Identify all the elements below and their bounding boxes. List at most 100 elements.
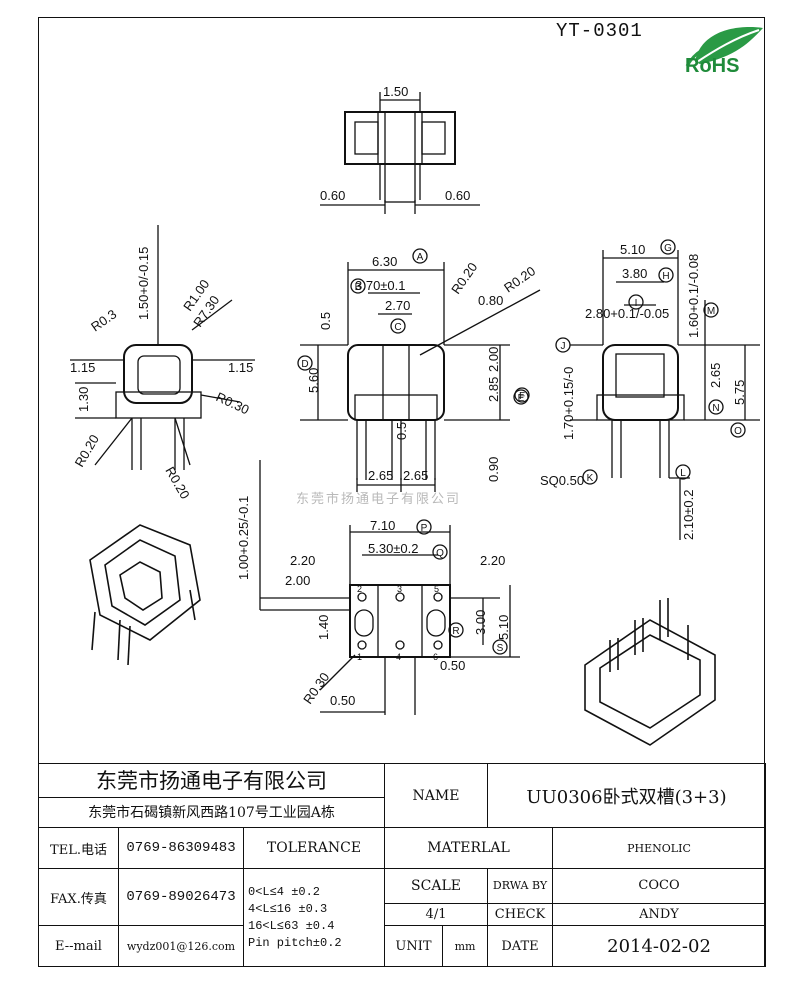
- tolerance-line: 4<L≤16 ±0.3: [248, 901, 328, 916]
- reference-marker-f: F: [519, 391, 525, 402]
- dimension-label-front: 3.70±0.1: [355, 278, 406, 293]
- reference-marker-circle: [350, 278, 366, 294]
- email-value: wydz001@126.com: [118, 925, 244, 967]
- reference-marker-j: J: [561, 341, 566, 352]
- front-view: [300, 262, 541, 492]
- pin-number: 4: [396, 652, 401, 662]
- material-value: PHENOLIC: [552, 827, 767, 870]
- dimension-label-front: 2.00: [486, 347, 501, 372]
- company-name: 东莞市扬通电子有限公司: [38, 763, 385, 798]
- tolerance-table: 0<L≤4 ±0.2 4<L≤16 ±0.3 16<L≤63 ±0.4 Pin …: [243, 868, 385, 967]
- reference-marker-d: D: [301, 359, 308, 370]
- reference-marker-circle: [675, 464, 691, 480]
- dimension-label-side: 3.80: [622, 266, 647, 281]
- dimension-label-bottom: 5.10: [496, 615, 511, 640]
- dimension-label-side: 5.75: [732, 380, 747, 405]
- dimension-label-front: 0.5: [318, 312, 333, 330]
- reference-marker-h: H: [662, 271, 669, 282]
- check-value: ANDY: [552, 902, 767, 927]
- dimension-label-front: 5.60: [306, 368, 321, 393]
- reference-marker-circle: [514, 387, 530, 403]
- dimension-label-side: SQ0.50: [540, 473, 584, 488]
- reference-marker-m: M: [707, 306, 715, 317]
- scale-value: 4/1: [383, 902, 489, 927]
- dimension-label-bottom: 0.50: [330, 693, 355, 708]
- rohs-leaf-icon: [685, 27, 763, 67]
- top-view: [320, 92, 480, 214]
- reference-marker-o: O: [734, 426, 742, 437]
- reference-marker-k: K: [587, 473, 594, 484]
- dimension-label-top: 1.50: [383, 84, 408, 99]
- tolerance-line: 0<L≤4 ±0.2: [248, 884, 321, 899]
- pin-number: 2: [357, 584, 362, 594]
- reference-marker-l: L: [680, 468, 686, 479]
- reference-marker-n: N: [712, 403, 719, 414]
- reference-marker-circle: [628, 294, 644, 310]
- dimension-label-left: 1.15: [228, 360, 253, 375]
- dimension-label-bottom: 2.20: [290, 553, 315, 568]
- dimension-label-side: 1.60+0.1/-0.08: [686, 254, 701, 338]
- reference-marker-circle: [297, 355, 313, 371]
- reference-marker-circle: [412, 248, 428, 264]
- dimension-label-front: 2.65: [368, 468, 393, 483]
- dimension-label-bottom: 0.50: [440, 658, 465, 673]
- date-value: 2014-02-02: [552, 925, 767, 967]
- dimension-label-bottom: R0.30: [300, 670, 332, 707]
- dimension-label-left: 1.15: [70, 360, 95, 375]
- scale-label: SCALE: [383, 868, 489, 904]
- email-label: E--mail: [38, 925, 119, 967]
- dimension-label-front: 6.30: [372, 254, 397, 269]
- watermark: 东莞市扬通电子有限公司: [296, 492, 462, 507]
- reference-marker-circle: [432, 544, 448, 560]
- dimension-label-left: R0.20: [162, 464, 192, 502]
- reference-marker-p: P: [421, 523, 428, 534]
- reference-marker-circle: [658, 267, 674, 283]
- dimension-label-bottom: 5.30±0.2: [368, 541, 419, 556]
- reference-marker-circle: [703, 302, 719, 318]
- dimension-label-front: R0.20: [448, 260, 480, 297]
- reference-marker-e: E: [518, 393, 525, 404]
- pin-number: 6: [433, 652, 438, 662]
- reference-marker-s: S: [497, 643, 504, 654]
- tolerance-label: TOLERANCE: [243, 827, 385, 870]
- dimension-label-left: 1.30: [76, 387, 91, 412]
- reference-marker-circle: [708, 399, 724, 415]
- dimension-label-left: 1.50+0/-0.15: [136, 247, 151, 320]
- dimension-label-front: 0.90: [486, 457, 501, 482]
- reference-marker-circle: [582, 469, 598, 485]
- dimension-label-bottom: 2.00: [285, 573, 310, 588]
- fax-label: FAX.传真: [38, 868, 119, 927]
- left-view: [70, 225, 255, 470]
- name-value: UU0306卧式双槽(3+3): [487, 762, 767, 829]
- check-label: CHECK: [487, 902, 554, 927]
- reference-marker-circle: [448, 622, 464, 638]
- dimension-label-bottom: 3.00: [473, 610, 488, 635]
- reference-marker-q: Q: [436, 548, 444, 559]
- reference-marker-circle: [730, 422, 746, 438]
- dimension-label-front: 2.85: [486, 377, 501, 402]
- title-block: 东莞市扬通电子有限公司 NAME UU0306卧式双槽(3+3) 东莞市石碣镇新…: [38, 762, 767, 967]
- fax-value: 0769-89026473: [118, 868, 244, 927]
- dimension-label-bottom: 2.20: [480, 553, 505, 568]
- dimension-label-left: R0.30: [214, 389, 252, 417]
- tolerance-line: 16<L≤63 ±0.4: [248, 918, 335, 933]
- reference-marker-g: G: [664, 243, 672, 254]
- dimension-label-front: 2.65: [403, 468, 428, 483]
- reference-marker-circle: [492, 639, 508, 655]
- pin-number: 5: [434, 584, 439, 594]
- dimension-label-left: R0.3: [88, 306, 119, 334]
- unit-label: UNIT: [384, 925, 443, 967]
- dimension-label-side: 1.70+0.15/-0: [561, 367, 576, 440]
- pin-number: 3: [397, 584, 402, 594]
- dimension-label-side: 2.10±0.2: [681, 489, 696, 540]
- reference-marker-i: I: [635, 298, 638, 309]
- drawn-by-value: COCO: [552, 868, 767, 904]
- reference-marker-b: B: [355, 282, 362, 293]
- dimension-label-front: 2.70: [385, 298, 410, 313]
- rohs-label: RoHS: [685, 55, 740, 77]
- bottom-view: [259, 460, 520, 715]
- reference-marker-circle: [555, 337, 571, 353]
- dimension-label-bottom: 1.00+0.25/-0.1: [236, 496, 251, 580]
- reference-marker-circle: [660, 239, 676, 255]
- dimension-label-top: 0.60: [445, 188, 470, 203]
